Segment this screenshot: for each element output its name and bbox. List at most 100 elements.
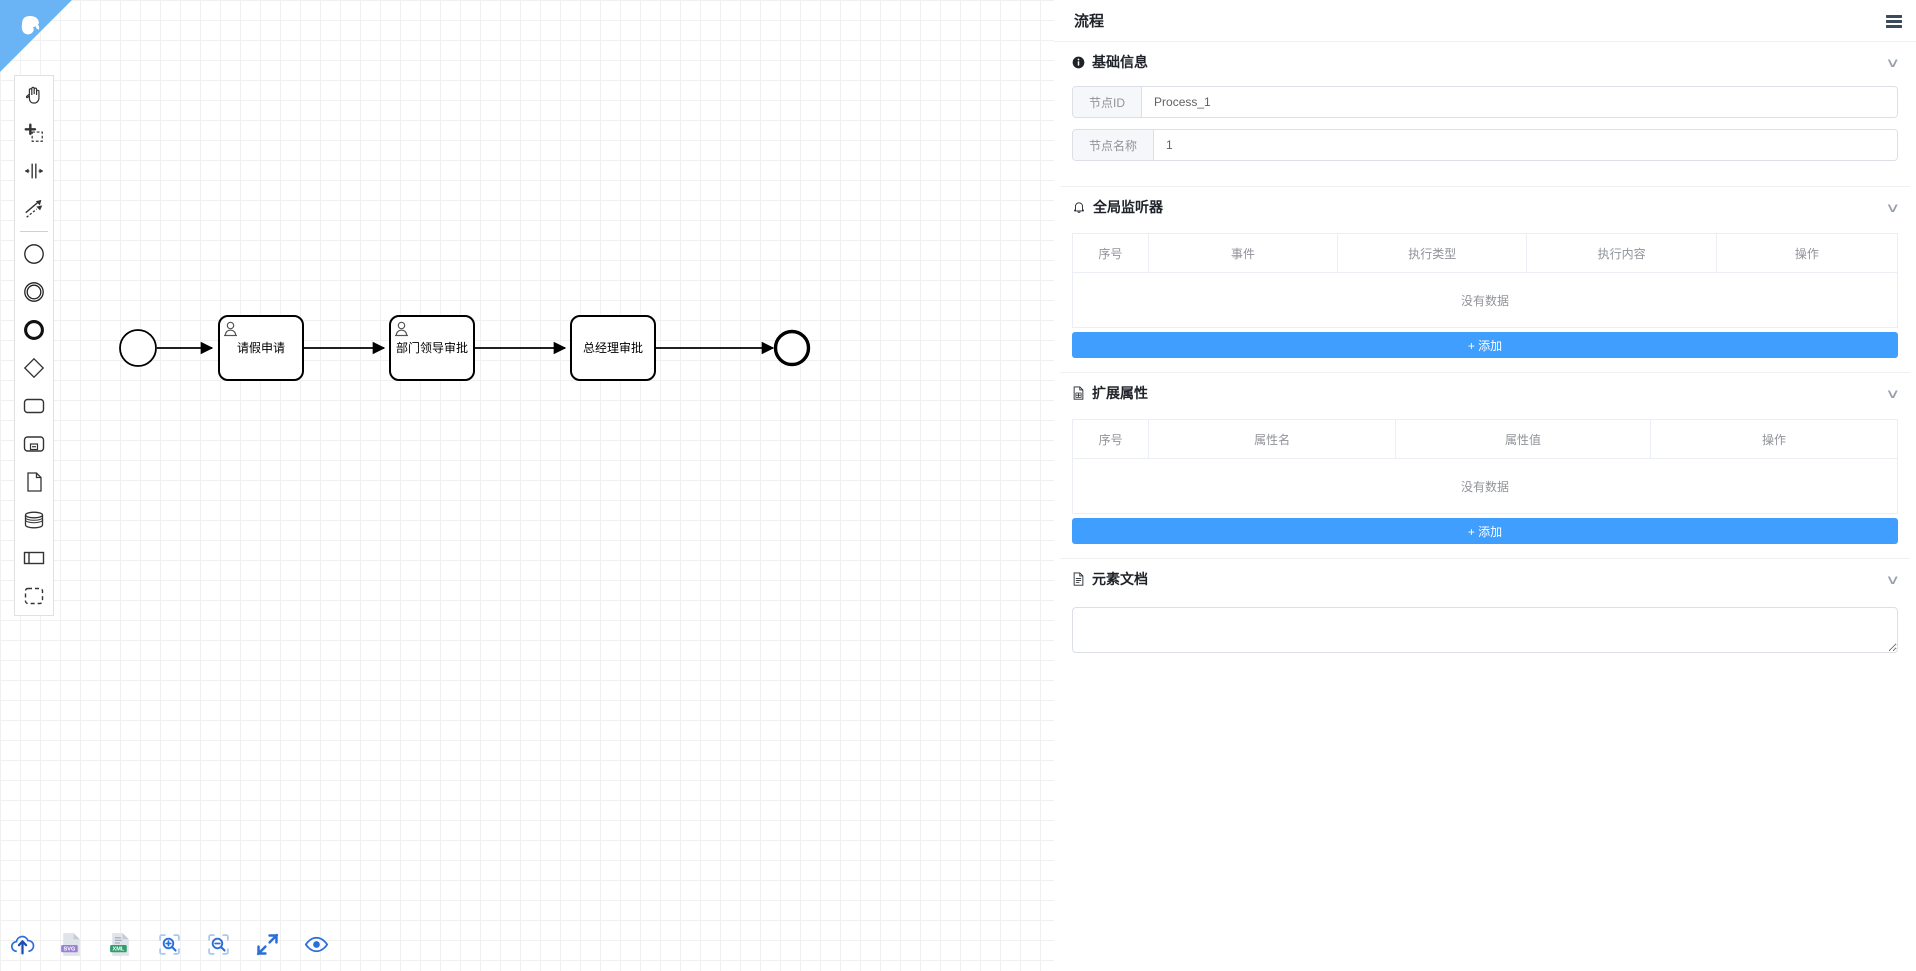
section-basic-info-title: 基础信息	[1092, 54, 1148, 70]
file-text-icon	[1073, 572, 1084, 586]
end-event-icon	[24, 320, 44, 340]
palette-end-event[interactable]	[15, 311, 53, 349]
user-task-icon	[224, 321, 237, 337]
palette-start-event[interactable]	[15, 235, 53, 273]
listener-col-index: 序号	[1072, 233, 1149, 273]
svg-text:SVG: SVG	[63, 946, 75, 952]
diagram-task-2-label: 部门领导审批	[396, 340, 468, 355]
extension-empty-row: 没有数据	[1073, 459, 1898, 514]
zoom-in-button[interactable]	[155, 930, 183, 958]
palette-subprocess[interactable]	[15, 425, 53, 463]
palette-participant[interactable]	[15, 539, 53, 577]
listener-empty-row: 没有数据	[1073, 273, 1898, 328]
section-element-documentation-header[interactable]: 元素文档 ∨	[1072, 559, 1901, 599]
chevron-down-icon[interactable]: ∨	[1885, 571, 1901, 587]
diagram-end-event[interactable]	[773, 329, 811, 367]
zoom-out-button[interactable]	[204, 930, 232, 958]
field-node-name-row: 节点名称	[1072, 129, 1898, 161]
node-name-input[interactable]	[1154, 130, 1897, 160]
logo-corner-decoration	[0, 0, 72, 72]
section-basic-info-body: 节点ID 节点名称	[1072, 82, 1898, 186]
listener-add-button[interactable]: + 添加	[1072, 332, 1898, 358]
palette-gateway[interactable]	[15, 349, 53, 387]
palette-lasso-tool[interactable]	[15, 114, 53, 152]
section-basic-info: 基础信息 ∨ 节点ID 节点名称	[1060, 42, 1910, 187]
section-global-listener: 全局监听器 ∨ 序号 事件 执行类型 执行内容 操作	[1060, 187, 1910, 373]
info-icon	[1072, 56, 1085, 68]
hamburger-glyph	[1886, 14, 1902, 28]
participant-icon	[23, 551, 45, 565]
palette-task[interactable]	[15, 387, 53, 425]
palette-separator	[20, 231, 48, 232]
listener-col-exec-type: 执行类型	[1337, 233, 1528, 273]
start-event-icon	[24, 244, 44, 264]
file-plus-icon	[1073, 386, 1084, 400]
upload-icon	[10, 935, 34, 954]
diagram-start-event[interactable]	[119, 329, 157, 367]
section-extension-properties-title: 扩展属性	[1092, 385, 1148, 401]
space-tool-icon	[24, 163, 44, 179]
svg-text:XML: XML	[112, 946, 124, 952]
diagram-task-2[interactable]: 部门领导审批	[389, 315, 475, 381]
properties-panel: 流程 基础信息 ∨	[1054, 0, 1916, 971]
subprocess-icon	[23, 436, 45, 452]
data-store-icon	[24, 511, 44, 529]
extension-col-value: 属性值	[1395, 419, 1652, 459]
section-extension-properties-body: 序号 属性名 属性值 操作 没有数据 + 添加	[1072, 413, 1898, 558]
listener-table: 序号 事件 执行类型 执行内容 操作 没有数据	[1072, 233, 1898, 328]
bpmn-io-logo-icon	[21, 16, 40, 35]
bpmn-palette[interactable]	[14, 75, 54, 616]
listener-col-exec-content: 执行内容	[1526, 233, 1717, 273]
task-icon	[23, 398, 45, 414]
diagram-task-3[interactable]: 总经理审批	[570, 315, 656, 381]
group-icon	[24, 587, 44, 605]
section-element-documentation-title: 元素文档	[1092, 571, 1148, 587]
panel-title: 流程	[1074, 13, 1105, 30]
export-xml-button[interactable]: XML	[106, 930, 134, 958]
fit-screen-button[interactable]	[253, 930, 281, 958]
section-extension-properties-header[interactable]: 扩展属性 ∨	[1072, 373, 1901, 413]
chevron-down-icon[interactable]: ∨	[1885, 199, 1901, 215]
field-node-name-label: 节点名称	[1073, 130, 1155, 160]
listener-empty-text: 没有数据	[1460, 293, 1509, 308]
zoom-in-icon	[158, 933, 180, 955]
section-global-listener-header[interactable]: 全局监听器 ∨	[1072, 187, 1901, 227]
panel-header: 流程	[1054, 0, 1916, 42]
diagram-task-3-label: 总经理审批	[583, 340, 643, 355]
intermediate-event-icon	[24, 282, 44, 302]
list-menu-icon[interactable]	[1884, 11, 1904, 31]
fit-screen-icon	[256, 933, 278, 955]
hand-icon	[25, 86, 40, 104]
export-svg-icon: SVG	[60, 932, 80, 956]
extension-table: 序号 属性名 属性值 操作 没有数据	[1072, 419, 1898, 514]
section-element-documentation-body	[1072, 599, 1898, 672]
user-task-icon	[395, 321, 408, 337]
upload-button[interactable]	[8, 930, 36, 958]
palette-connect-tool[interactable]	[15, 190, 53, 228]
palette-hand-tool[interactable]	[15, 76, 53, 114]
palette-space-tool[interactable]	[15, 152, 53, 190]
extension-col-action: 操作	[1650, 419, 1898, 459]
node-id-input[interactable]	[1142, 87, 1897, 117]
connect-icon	[25, 199, 43, 218]
section-basic-info-header[interactable]: 基础信息 ∨	[1072, 42, 1901, 82]
diagram-task-1-label: 请假申请	[237, 341, 285, 355]
bpmn-canvas[interactable]: 请假申请 部门领导审批 总经理审批	[0, 0, 1054, 971]
export-svg-button[interactable]: SVG	[57, 930, 85, 958]
section-element-documentation: 元素文档 ∨	[1060, 559, 1910, 672]
palette-intermediate-event[interactable]	[15, 273, 53, 311]
chevron-down-icon[interactable]: ∨	[1885, 54, 1901, 70]
panel-body: 基础信息 ∨ 节点ID 节点名称	[1060, 42, 1910, 971]
chevron-down-icon[interactable]: ∨	[1885, 385, 1901, 401]
bottom-toolbar[interactable]: SVG XML	[0, 917, 1054, 971]
palette-group[interactable]	[15, 577, 53, 615]
bpmn-diagram[interactable]: 请假申请 部门领导审批 总经理审批	[0, 0, 1054, 971]
extension-table-header-row: 序号 属性名 属性值 操作	[1072, 419, 1898, 459]
diagram-task-1[interactable]: 请假申请	[218, 315, 304, 381]
preview-button[interactable]	[302, 930, 330, 958]
element-documentation-textarea[interactable]	[1072, 607, 1898, 653]
extension-add-button[interactable]: + 添加	[1072, 518, 1898, 544]
palette-data-object[interactable]	[15, 463, 53, 501]
palette-data-store[interactable]	[15, 501, 53, 539]
listener-table-header-row: 序号 事件 执行类型 执行内容 操作	[1072, 233, 1898, 273]
